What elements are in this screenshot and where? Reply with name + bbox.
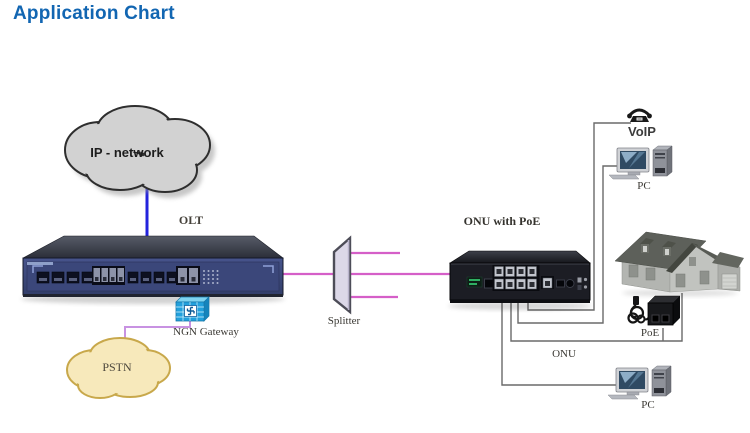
pstn-label: PSTN	[102, 360, 132, 374]
ngn-gateway-icon	[175, 296, 210, 322]
voip-label: VoIP	[628, 124, 656, 139]
onu-with-poe-label: ONU with PoE	[463, 214, 541, 228]
onu-device	[448, 250, 592, 310]
house-icon	[614, 231, 744, 297]
olt-led-matrix	[203, 270, 219, 284]
pc-top-icon	[608, 145, 673, 180]
pc-top-label: PC	[637, 180, 651, 192]
pon-fiber-lines	[283, 251, 452, 299]
onu-label: ONU	[552, 348, 576, 360]
voip-phone-icon	[627, 108, 652, 122]
poe-adapter-icon	[627, 295, 681, 326]
pc-bottom-label: PC	[641, 399, 655, 411]
ngn-gateway-label: NGN Gateway	[173, 326, 239, 338]
ip-network-label: IP - network	[90, 145, 164, 160]
ip-network-cloud	[64, 105, 211, 193]
olt-device	[21, 235, 285, 304]
page-title: Application Chart	[13, 3, 175, 24]
splitter-label: Splitter	[327, 315, 361, 327]
pstn-cloud	[66, 337, 171, 399]
olt-sfp-ports-left	[36, 271, 95, 284]
pc-bottom-icon	[607, 365, 672, 400]
poe-label: PoE	[640, 327, 660, 339]
onu-rj45-ports	[492, 265, 540, 291]
olt-uplink-ports	[176, 266, 200, 285]
olt-rj45-block	[92, 266, 125, 285]
splitter-shape	[332, 235, 352, 315]
olt-label: OLT	[178, 213, 204, 227]
